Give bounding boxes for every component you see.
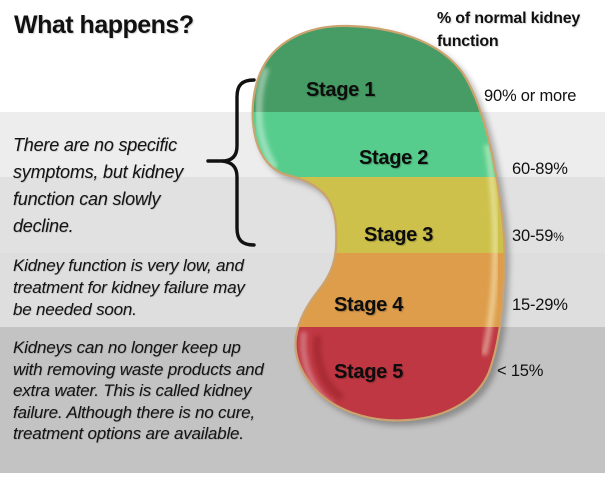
kidney-shadow-lower-left <box>313 335 345 402</box>
page-title: What happens? <box>14 11 194 39</box>
stage-3-label: Stage 3 <box>364 224 434 246</box>
kidney-function-column-header: % of normal kidney function <box>437 10 581 50</box>
description-stage-4: Kidney function is very low, and treatme… <box>13 256 245 319</box>
range-stage-5: < 15% <box>497 362 544 380</box>
stage-2-label: Stage 2 <box>359 147 429 169</box>
range-stage-2: 60-89% <box>512 160 568 178</box>
bg-band-footer <box>0 473 605 479</box>
stage-4-label: Stage 4 <box>334 294 404 316</box>
kidney-segment-stage2 <box>252 112 505 177</box>
kidney-outline <box>251 24 506 422</box>
kidney-highlight-right <box>481 144 499 356</box>
range-stage-3-number: 30-59 <box>512 227 554 245</box>
range-stage-3-percent-sign: % <box>553 230 564 244</box>
description-stages-1-3: There are no specific symptoms, but kidn… <box>13 135 184 236</box>
kidney-highlight-upper-left <box>255 66 278 170</box>
stage-5-label: Stage 5 <box>334 361 404 383</box>
kidney-segment-stage5 <box>252 327 505 421</box>
stage-1-label: Stage 1 <box>306 79 376 101</box>
range-stage-3: 30-59% <box>512 227 564 246</box>
description-stage-5: Kidneys can no longer keep up with remov… <box>13 338 264 443</box>
range-stage-1: 90% or more <box>484 87 577 105</box>
range-stage-4: 15-29% <box>512 296 568 314</box>
